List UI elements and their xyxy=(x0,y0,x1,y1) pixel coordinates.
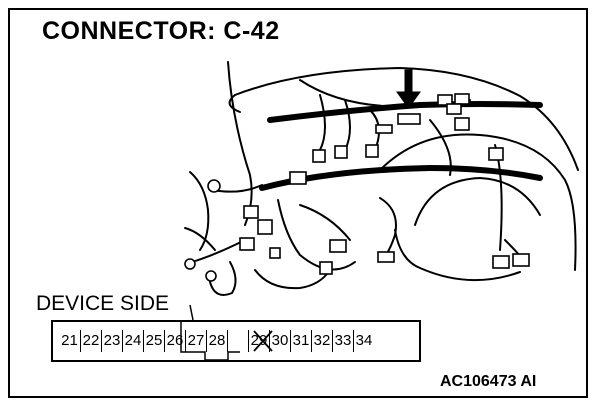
pin-cell: 32 xyxy=(311,330,332,352)
figure-frame xyxy=(8,8,588,398)
instrument-cluster-outline xyxy=(379,133,577,271)
dashboard-outline xyxy=(234,67,579,171)
pin-cell: 25 xyxy=(143,330,164,352)
pin-cell: 33 xyxy=(332,330,353,352)
pin-cell: 21 xyxy=(61,332,78,349)
connector-c42-location xyxy=(397,113,421,125)
pin-cell: 29 xyxy=(248,330,269,352)
connector-outline xyxy=(51,320,421,362)
pin-cell: 30 xyxy=(269,330,290,352)
connector-title: CONNECTOR: C-42 xyxy=(42,17,280,45)
figure-code: AC106473 AI xyxy=(440,373,537,390)
device-side-label: DEVICE SIDE xyxy=(36,292,170,315)
pin-cell: 26 xyxy=(164,330,185,352)
pin-cell: 22 xyxy=(80,330,101,352)
pin-cell: 24 xyxy=(122,330,143,352)
pin-cell-blank xyxy=(227,330,248,352)
connector-pin-row: 21 22 23 24 25 26 27 28 29 30 31 32 33 3… xyxy=(59,330,374,352)
location-arrow xyxy=(396,69,421,109)
pin-cell: 27 xyxy=(185,330,206,352)
pin-cell: 31 xyxy=(290,330,311,352)
harness-wire xyxy=(227,61,253,226)
pin-cell: 23 xyxy=(101,330,122,352)
pin-cell: 28 xyxy=(206,330,227,352)
pin-cell: 34 xyxy=(353,330,374,352)
